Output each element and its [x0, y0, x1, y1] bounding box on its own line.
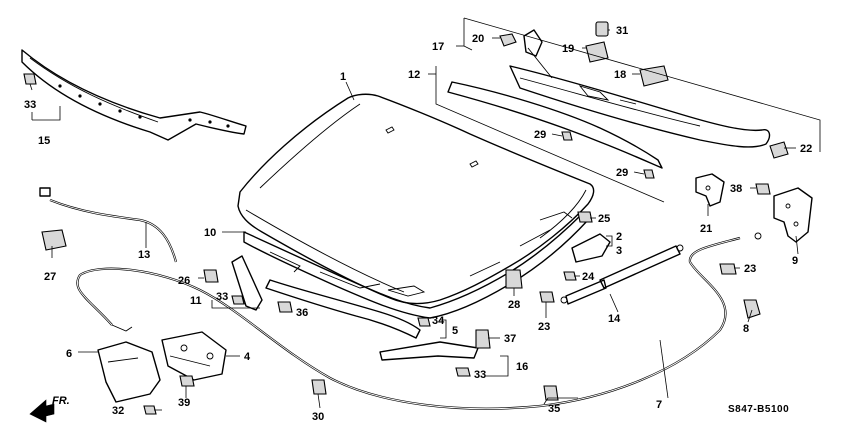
- callout-3: 3: [616, 245, 622, 257]
- callout-34: 34: [432, 315, 445, 327]
- hood-support-strut: [560, 244, 684, 305]
- callout-14: 14: [608, 313, 621, 325]
- callout-31: 31: [616, 25, 628, 37]
- callout-7: 7: [656, 399, 662, 411]
- callout-2: 2: [616, 231, 622, 243]
- cowl-top-assembly: [509, 29, 771, 148]
- callout-39: 39: [178, 397, 190, 409]
- callout-15: 15: [38, 135, 50, 147]
- callout-labels: 1 2 3 4 5 6 7 8 9 10 11 12 13 14 15 16 1…: [24, 25, 812, 423]
- hood-hinge-left: [695, 173, 725, 207]
- callout-33-mid: 33: [216, 291, 228, 303]
- callout-26: 26: [178, 275, 190, 287]
- hood-release-cable: [76, 232, 762, 410]
- diagram-code: S847-B5100: [728, 404, 789, 415]
- hood-frame-brace: [265, 279, 421, 339]
- hood-hinge-right: [773, 187, 813, 243]
- callout-33-left: 33: [24, 99, 36, 111]
- callout-19: 19: [562, 43, 574, 55]
- hood: [237, 93, 595, 305]
- group-brackets: [31, 17, 821, 377]
- callout-21: 21: [700, 223, 712, 235]
- callout-28: 28: [508, 299, 520, 311]
- callout-18: 18: [614, 69, 626, 81]
- callout-13: 13: [138, 249, 150, 261]
- hood-front-seal: [21, 49, 247, 141]
- callout-35: 35: [548, 403, 560, 415]
- callout-36: 36: [296, 307, 308, 319]
- hood-latch: [161, 331, 227, 381]
- leader-lines: [29, 29, 799, 411]
- hood-release-cable-upper: [39, 187, 178, 263]
- callout-25: 25: [598, 213, 610, 225]
- callout-5: 5: [452, 325, 458, 337]
- callout-30: 30: [312, 411, 324, 423]
- callout-9: 9: [792, 255, 798, 267]
- callout-37: 37: [504, 333, 516, 345]
- callout-22: 22: [800, 143, 812, 155]
- callout-17: 17: [432, 41, 444, 53]
- callout-29-lower: 29: [616, 167, 628, 179]
- small-hardware: [23, 21, 789, 415]
- hood-inner-panel: [243, 211, 589, 319]
- callout-32: 32: [112, 405, 124, 417]
- callout-23-right: 23: [744, 263, 756, 275]
- callout-8: 8: [743, 323, 749, 335]
- lock-stay: [379, 341, 479, 361]
- callout-16: 16: [516, 361, 528, 373]
- cowl-lower-panel: [447, 81, 663, 169]
- callout-1: 1: [340, 71, 346, 83]
- callout-33-right: 33: [474, 369, 486, 381]
- callout-23-left: 23: [538, 321, 550, 333]
- side-stay: [231, 255, 263, 311]
- callout-20: 20: [472, 33, 484, 45]
- callout-11: 11: [190, 295, 202, 307]
- latch-cover: [97, 341, 161, 403]
- front-direction-arrow: [29, 399, 55, 423]
- callout-6: 6: [66, 348, 72, 360]
- callout-24: 24: [582, 271, 595, 283]
- callout-38: 38: [730, 183, 742, 195]
- callout-4: 4: [244, 351, 251, 363]
- front-direction-label: FR.: [52, 395, 70, 407]
- callout-12: 12: [408, 69, 420, 81]
- callout-29-upper: 29: [534, 129, 546, 141]
- callout-27: 27: [44, 271, 56, 283]
- callout-10: 10: [204, 227, 216, 239]
